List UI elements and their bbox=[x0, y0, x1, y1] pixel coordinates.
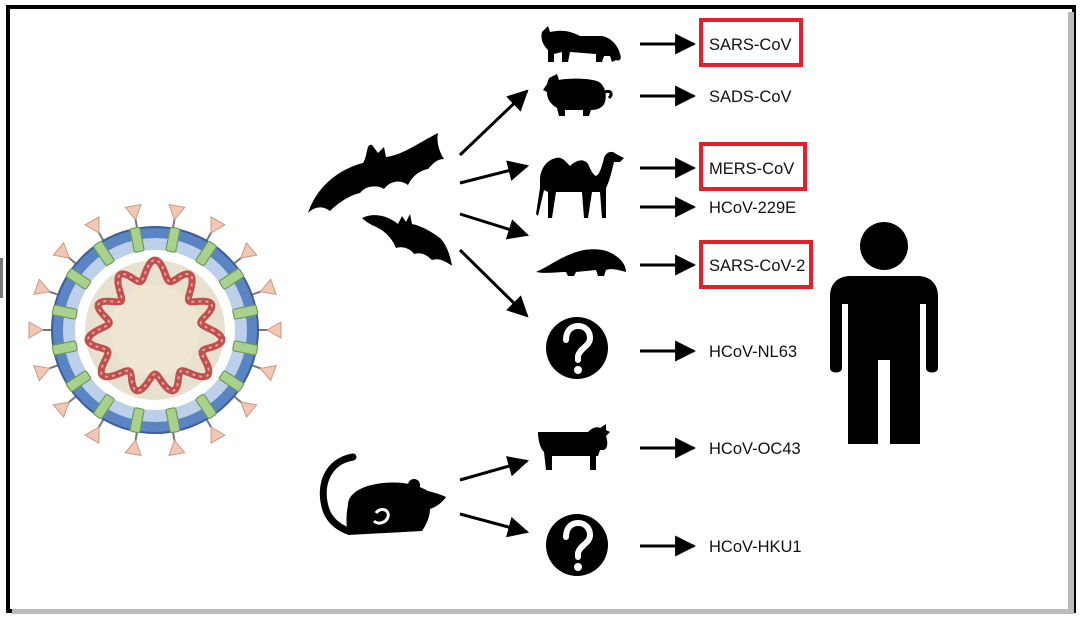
membrane-protein bbox=[129, 226, 145, 253]
virus-label: SARS-CoV bbox=[709, 36, 792, 54]
virus-label: HCoV-NL63 bbox=[709, 343, 797, 361]
highlight-box-sars-cov-2 bbox=[699, 240, 813, 289]
highlight-box-sars-cov bbox=[699, 18, 803, 67]
pig-icon bbox=[543, 74, 613, 116]
membrane-protein bbox=[218, 268, 245, 290]
pangolin-icon bbox=[536, 249, 626, 276]
membrane-protein bbox=[165, 226, 181, 253]
bat-icon bbox=[308, 133, 444, 213]
human-icon bbox=[830, 222, 938, 444]
virus-arrows bbox=[640, 33, 697, 557]
question-mark-icon bbox=[546, 514, 608, 576]
frame-shadow bbox=[12, 609, 1074, 614]
membrane-protein bbox=[195, 393, 217, 420]
membrane-protein bbox=[195, 240, 217, 267]
membrane-protein bbox=[65, 268, 92, 290]
virus-label: SARS-CoV-2 bbox=[709, 257, 805, 275]
virus-label: HCoV-HKU1 bbox=[709, 538, 802, 556]
question-mark-icon bbox=[546, 317, 608, 379]
virus-label: SADS-CoV bbox=[709, 88, 792, 106]
frame-shadow bbox=[1068, 12, 1074, 612]
virus-label: MERS-CoV bbox=[709, 160, 794, 178]
bat-icon bbox=[362, 214, 452, 266]
membrane-protein bbox=[93, 240, 115, 267]
coronavirus-particle-icon bbox=[28, 203, 282, 457]
membrane-protein bbox=[232, 340, 259, 356]
membrane-protein bbox=[51, 304, 78, 320]
membrane-protein bbox=[65, 370, 92, 392]
membrane-protein bbox=[93, 393, 115, 420]
membrane-protein bbox=[51, 340, 78, 356]
highlight-box-mers-cov bbox=[699, 142, 807, 191]
virus-label: HCoV-OC43 bbox=[709, 440, 801, 458]
civet-icon bbox=[541, 26, 621, 62]
highlight-boxes bbox=[699, 18, 813, 289]
membrane-protein bbox=[165, 407, 181, 434]
membrane-protein bbox=[232, 304, 259, 320]
transmission-arrows bbox=[458, 89, 530, 538]
rodent-icon bbox=[319, 453, 446, 535]
membrane-protein bbox=[129, 407, 145, 434]
virus-label: HCoV-229E bbox=[709, 199, 796, 217]
camel-icon bbox=[536, 151, 624, 218]
cow-icon bbox=[538, 424, 610, 470]
edge-mark bbox=[0, 258, 3, 298]
membrane-protein bbox=[218, 370, 245, 392]
